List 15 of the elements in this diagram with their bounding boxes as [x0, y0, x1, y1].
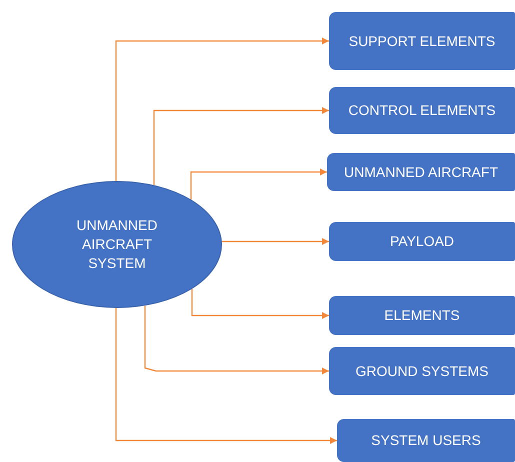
category-box: GROUND SYSTEMS [329, 347, 515, 395]
arrow [222, 238, 329, 245]
arrow [115, 38, 329, 181]
arrow [191, 288, 329, 319]
arrow [153, 107, 329, 186]
category-box: SUPPORT ELEMENTS [329, 12, 515, 70]
category-box: UNMANNED AIRCRAFT [327, 153, 515, 191]
arrow [144, 306, 329, 374]
system-ellipse: UNMANNED AIRCRAFT SYSTEM [12, 181, 222, 308]
arrow [115, 308, 337, 444]
category-box: ELEMENTS [329, 296, 515, 335]
category-box: SYSTEM USERS [337, 419, 515, 462]
category-box: PAYLOAD [329, 222, 515, 261]
arrow [190, 168, 327, 200]
category-box: CONTROL ELEMENTS [329, 87, 515, 134]
